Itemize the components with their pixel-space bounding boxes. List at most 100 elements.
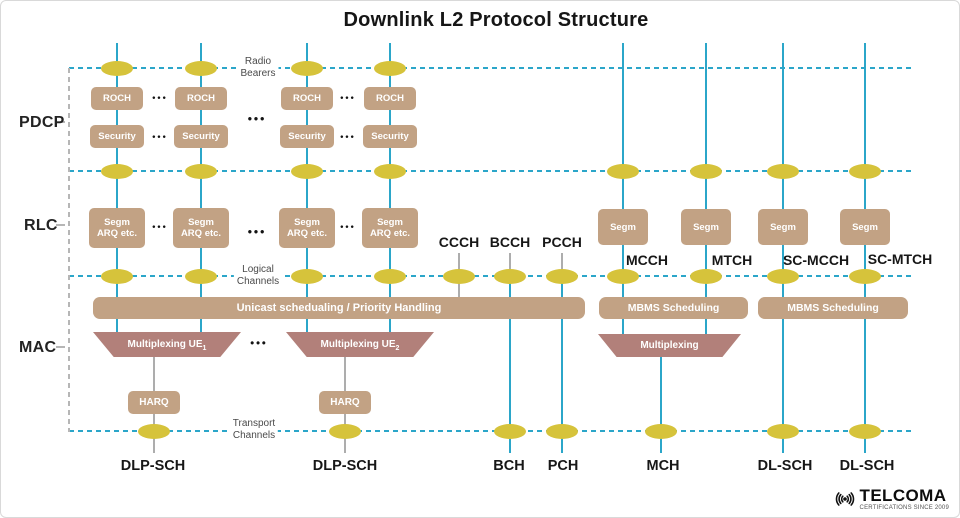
- segm-arq-line2: ARQ etc.: [180, 228, 222, 239]
- radio-bearers-label: Radio Bearers: [237, 55, 279, 80]
- radio-bearers-line1: Radio: [244, 56, 272, 67]
- logical-channels-line2: Channels: [236, 275, 280, 287]
- multiplexing-text: Multiplexing UE: [320, 339, 396, 350]
- dlp-sch-label: DLP-SCH: [120, 458, 186, 474]
- sap-ellipse: [546, 269, 578, 284]
- multiplexing-ue1-label: Multiplexing UE1: [128, 339, 207, 352]
- channel-line: [660, 357, 662, 453]
- sap-ellipse: [767, 424, 799, 439]
- sap-ellipse: [185, 164, 217, 179]
- channel-line: [782, 43, 784, 453]
- sap-ellipse: [607, 164, 639, 179]
- channel-line: [864, 43, 866, 453]
- security-box: Security: [363, 125, 417, 148]
- sap-ellipse: [767, 164, 799, 179]
- segm-box: Segm: [758, 209, 808, 245]
- ellipsis-dots: •••: [152, 92, 168, 103]
- segm-arq-line2: ARQ etc.: [286, 228, 328, 239]
- roch-box: ROCH: [281, 87, 333, 110]
- layer-label-mac: MAC: [19, 339, 57, 356]
- sap-boundary-dashed-line: [69, 275, 913, 277]
- segm-box: Segm: [681, 209, 731, 245]
- segm-box: Segm: [840, 209, 890, 245]
- sap-ellipse: [546, 424, 578, 439]
- ue2-subscript: 2: [395, 345, 400, 352]
- transport-channels-line1: Transport: [232, 418, 276, 429]
- bch-label: BCH: [493, 458, 525, 474]
- multiplexing-ue2-label: Multiplexing UE2: [320, 339, 400, 352]
- radio-bearers-line2: Bearers: [240, 67, 276, 79]
- sap-boundary-dashed-line: [69, 67, 913, 69]
- sap-ellipse: [767, 269, 799, 284]
- channel-line: [306, 43, 308, 332]
- bcch-label: BCCH: [489, 234, 531, 250]
- sc-mcch-label: SC-MCCH: [782, 252, 850, 268]
- ccch-label: CCCH: [438, 234, 480, 250]
- sap-ellipse: [849, 269, 881, 284]
- channel-line: [116, 43, 118, 332]
- security-box: Security: [90, 125, 144, 148]
- mtch-label: MTCH: [711, 252, 753, 268]
- sap-ellipse: [185, 269, 217, 284]
- sap-ellipse: [494, 269, 526, 284]
- sap-ellipse: [849, 164, 881, 179]
- diagram-title: Downlink L2 Protocol Structure: [343, 9, 649, 31]
- segm-arq-line1: Segm: [188, 217, 214, 228]
- channel-line: [622, 43, 624, 335]
- logo-text: TELCOMA CERTIFICATIONS SINCE 2009: [859, 485, 949, 511]
- segm-arq-line1: Segm: [294, 217, 320, 228]
- roch-box: ROCH: [91, 87, 143, 110]
- transport-channels-label: Transport Channels: [229, 417, 279, 442]
- pch-label: PCH: [547, 458, 579, 474]
- security-box: Security: [174, 125, 228, 148]
- mbms-scheduling-bar: MBMS Scheduling: [758, 297, 908, 319]
- sap-ellipse: [607, 269, 639, 284]
- sap-ellipse: [101, 269, 133, 284]
- roch-box: ROCH: [364, 87, 416, 110]
- mcch-label: MCCH: [626, 252, 668, 268]
- sap-ellipse: [185, 61, 217, 76]
- ellipsis-dots: •••: [340, 221, 356, 232]
- ue1-subscript: 1: [202, 345, 207, 352]
- dl-sch-label: DL-SCH: [839, 458, 895, 474]
- logical-channels-label: Logical Channels: [233, 263, 283, 288]
- channel-line: [509, 276, 511, 453]
- channel-line: [200, 43, 202, 332]
- channel-line: [389, 43, 391, 332]
- multiplexing-ue1-trapezoid: Multiplexing UE1: [93, 332, 241, 357]
- layer-label-rlc: RLC: [24, 217, 58, 234]
- sap-ellipse: [101, 164, 133, 179]
- mbms-scheduling-bar: MBMS Scheduling: [599, 297, 748, 319]
- segm-arq-line1: Segm: [104, 217, 130, 228]
- security-box: Security: [280, 125, 334, 148]
- pcch-label: PCCH: [542, 234, 582, 250]
- sap-ellipse: [291, 269, 323, 284]
- mch-label: MCH: [646, 458, 680, 474]
- segm-box: Segm: [598, 209, 648, 245]
- transport-channels-line2: Channels: [232, 429, 276, 441]
- channel-line: [153, 357, 155, 391]
- logo-name: TELCOMA: [859, 485, 947, 505]
- sap-ellipse: [645, 424, 677, 439]
- unicast-scheduling-bar: Unicast schedualing / Priority Handling: [93, 297, 585, 319]
- sap-ellipse: [443, 269, 475, 284]
- channel-line: [344, 357, 346, 391]
- radio-waves-icon: [835, 492, 854, 506]
- sap-ellipse: [374, 269, 406, 284]
- logical-channels-line1: Logical: [242, 264, 274, 275]
- channel-line: [561, 276, 563, 453]
- channel-line: [509, 253, 511, 276]
- telcoma-logo: TELCOMA CERTIFICATIONS SINCE 2009: [832, 487, 949, 511]
- segm-arq-box: Segm ARQ etc.: [173, 208, 229, 248]
- ellipsis-dots: •••: [152, 131, 168, 142]
- sap-ellipse: [138, 424, 170, 439]
- channel-line: [561, 253, 563, 276]
- ellipsis-dots: •••: [152, 221, 168, 232]
- layer-label-tick: [56, 224, 65, 226]
- sap-ellipse: [690, 269, 722, 284]
- layer-label-pdcp: PDCP: [19, 114, 65, 131]
- layer-bracket-dashed-line: [68, 68, 70, 432]
- harq-box: HARQ: [319, 391, 371, 414]
- sap-ellipse: [374, 164, 406, 179]
- sap-ellipse: [101, 61, 133, 76]
